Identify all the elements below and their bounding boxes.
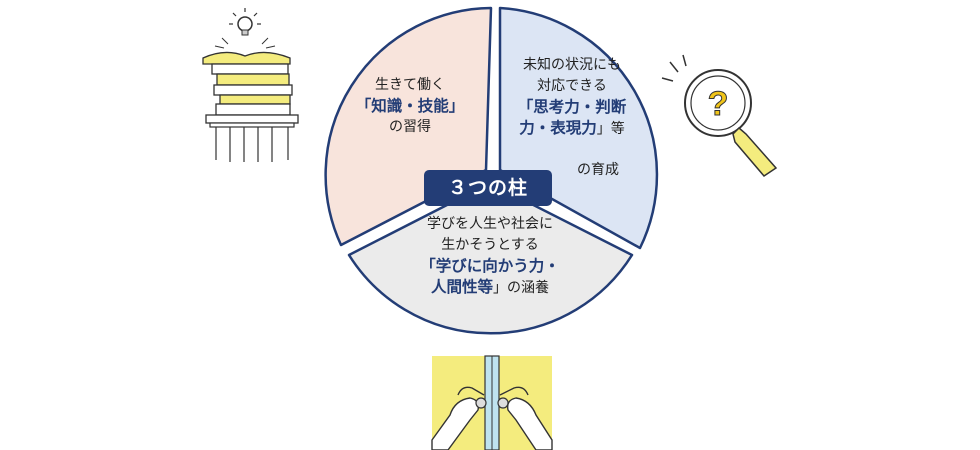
learning-line1: 学びを人生や社会に — [427, 216, 553, 232]
learning-suffix2: 」の涵養 — [493, 280, 549, 296]
thinking-emphasis-row: 力・表現力」等 — [502, 118, 642, 140]
knowledge-emphasis: 「知識・技能」 — [355, 97, 465, 115]
learning-emphasis2: 人間性等 — [430, 278, 493, 296]
learning-pillar-text: 学びを人生や社会に 生かそうとする 「学びに向かう力・ 人間性等」の涵養 — [400, 214, 580, 299]
svg-text:?: ? — [708, 85, 729, 123]
knowledge-pillar-text: 生きて働く 「知識・技能」 の習得 — [340, 75, 480, 138]
learning-line2: 生かそうとする — [441, 237, 539, 253]
magnifier-question-icon: ? — [661, 54, 778, 177]
thinking-suffix2: 」等 — [596, 121, 625, 137]
learning-emphasis-row: 人間性等」の涵養 — [400, 277, 580, 299]
thinking-emphasis2: 力・表現力 — [519, 119, 597, 137]
learning-emphasis1: 「学びに向かう力・ — [420, 257, 560, 275]
thinking-line1: 未知の状況にも — [523, 57, 621, 73]
thinking-emphasis1: 「思考力・判断 — [517, 98, 627, 116]
door-handles-icon — [431, 355, 553, 450]
books-lightbulb-icon — [202, 8, 299, 162]
knowledge-line3: の習得 — [389, 119, 431, 135]
thinking-pillar-text: 未知の状況にも 対応できる 「思考力・判断 力・表現力」等 — [502, 55, 642, 140]
thinking-line5: の育成 — [577, 162, 619, 178]
segment-learning — [347, 181, 634, 335]
thinking-line2: 対応できる — [537, 78, 607, 94]
knowledge-line1: 生きて働く — [375, 77, 445, 93]
center-label: ３つの柱 — [424, 170, 552, 206]
